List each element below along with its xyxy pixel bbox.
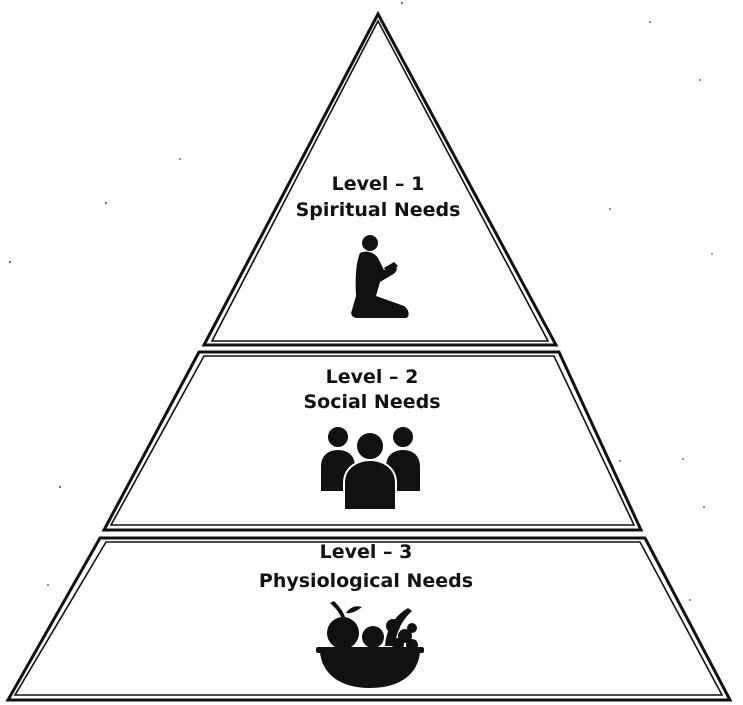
group-of-people-icon bbox=[319, 425, 422, 511]
praying-person-icon bbox=[351, 235, 409, 318]
fruit-basket-icon bbox=[316, 601, 424, 688]
tier-3-level-label: Level – 3 bbox=[320, 541, 413, 563]
pyramid-tier-1: Level – 1 Spiritual Needs bbox=[201, 10, 559, 347]
tier-2-need-label: Social Needs bbox=[303, 391, 440, 413]
pyramid-tier-3: Level – 3 Physiological Needs bbox=[5, 536, 733, 702]
tier-1-need-label: Spiritual Needs bbox=[296, 199, 461, 221]
scan-noise-dots bbox=[9, 2, 713, 601]
tier-3-need-label: Physiological Needs bbox=[259, 570, 473, 592]
pyramid-tier-2: Level – 2 Social Needs bbox=[101, 350, 644, 532]
tier-2-level-label: Level – 2 bbox=[326, 366, 419, 388]
tier-1-level-label: Level – 1 bbox=[332, 173, 425, 195]
